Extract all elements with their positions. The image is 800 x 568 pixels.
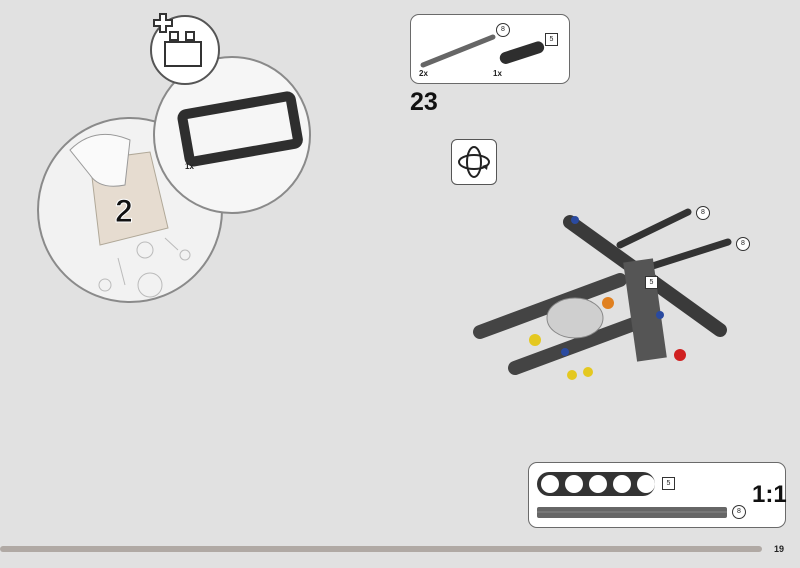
axle-part xyxy=(636,238,732,274)
assembly-model xyxy=(473,208,732,380)
assembly-beam-length: 5 xyxy=(645,276,658,289)
loose-parts-icon xyxy=(98,237,191,298)
beam-5-icon xyxy=(537,472,655,496)
frame-quantity: 1x xyxy=(185,162,194,171)
scale-ratio: 1:1 xyxy=(752,481,787,508)
bag-opening-illustration xyxy=(37,13,311,303)
parts-callout: 2x 8 1x 5 xyxy=(410,14,570,84)
progress-bar xyxy=(0,546,762,552)
frame-part-icon xyxy=(177,91,303,167)
axle-length: 8 xyxy=(496,23,510,37)
brick-icon xyxy=(164,41,202,67)
bag-number: 2 xyxy=(115,193,134,230)
assembly-axle-length: 8 xyxy=(696,206,710,220)
rotate-model-icon xyxy=(451,139,497,185)
hand-icon xyxy=(69,133,131,187)
axle-quantity: 2x xyxy=(419,69,428,78)
shock-absorber xyxy=(546,297,604,339)
beam-length: 5 xyxy=(545,33,558,46)
scale-beam-length: 5 xyxy=(662,477,675,490)
axle-part xyxy=(616,208,692,249)
beam-quantity: 1x xyxy=(493,69,502,78)
assembly-axle-length: 8 xyxy=(736,237,750,251)
scale-axle-length: 8 xyxy=(732,505,746,519)
beam-icon xyxy=(499,41,545,64)
axle-icon xyxy=(420,34,496,68)
page-number: 19 xyxy=(774,544,785,554)
step-number: 23 xyxy=(410,88,438,116)
axle-8-icon xyxy=(537,507,727,518)
scale-reference-box: 5 8 xyxy=(528,462,786,528)
plus-icon xyxy=(153,13,173,33)
